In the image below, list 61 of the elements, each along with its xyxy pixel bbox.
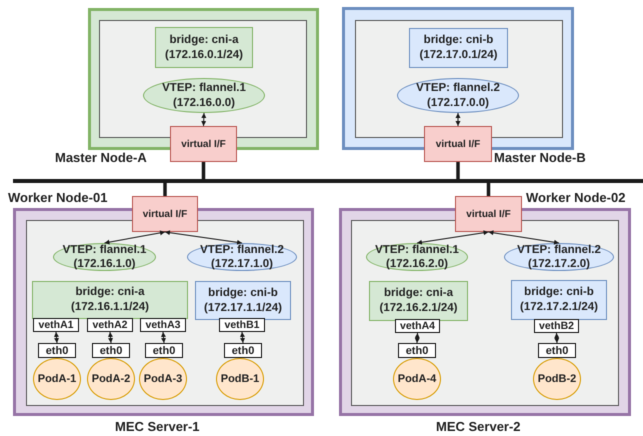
pod-circle: PodB-2 <box>533 358 581 400</box>
connector-line <box>486 183 490 196</box>
node-heading: Master Node-B <box>494 150 586 165</box>
bridge-box: bridge: cni-a (172.16.1.1/24) <box>32 281 188 319</box>
pod-circle: PodB-1 <box>216 358 264 400</box>
vtep-ellipse: VTEP: flannel.2 (172.17.2.0) <box>504 243 614 271</box>
pod-circle: PodA-2 <box>87 358 135 400</box>
node-heading: Worker Node-02 <box>526 190 626 205</box>
inner-panel <box>26 220 304 406</box>
bridge-box: bridge: cni-a (172.16.2.1/24) <box>369 281 468 321</box>
interface-box: virtual I/F <box>170 126 237 162</box>
veth-box: vethB2 <box>534 319 579 333</box>
interface-box: virtual I/F <box>455 196 522 232</box>
vtep-ellipse: VTEP: flannel.1 (172.16.1.0) <box>53 243 156 271</box>
vtep-ellipse: VTEP: flannel.2 (172.17.1.0) <box>187 243 297 271</box>
network-bus <box>13 179 643 183</box>
vtep-ellipse: VTEP: flannel.1 (172.16.0.0) <box>143 78 265 113</box>
veth-box: vethA4 <box>395 319 440 333</box>
eth-box: eth0 <box>92 343 130 358</box>
double-arrow <box>104 230 166 245</box>
double-arrow <box>108 332 114 344</box>
bridge-box: bridge: cni-a (172.16.0.1/24) <box>155 27 253 68</box>
bridge-box: bridge: cni-b (172.17.1.1/24) <box>195 281 291 320</box>
eth-box: eth0 <box>38 343 76 358</box>
interface-box: virtual I/F <box>424 126 492 162</box>
double-arrow <box>554 332 560 344</box>
double-arrow <box>456 112 460 126</box>
eth-box: eth0 <box>538 343 576 358</box>
inner-panel <box>99 20 307 138</box>
double-arrow <box>488 230 560 245</box>
interface-box: virtual I/F <box>132 196 198 232</box>
double-arrow <box>164 230 242 245</box>
veth-box: vethB1 <box>219 318 265 332</box>
bridge-box: bridge: cni-b (172.17.0.1/24) <box>409 28 508 68</box>
pod-circle: PodA-1 <box>33 358 81 400</box>
node-heading: Worker Node-01 <box>8 190 108 205</box>
double-arrow <box>201 112 206 126</box>
double-arrow <box>240 332 246 344</box>
double-arrow <box>416 230 489 245</box>
server-label: MEC Server-1 <box>115 419 200 434</box>
inner-panel <box>351 220 619 406</box>
veth-box: vethA2 <box>87 318 133 332</box>
connector-line <box>163 183 167 196</box>
double-arrow <box>160 332 166 344</box>
pod-circle: PodA-3 <box>139 358 187 400</box>
veth-box: vethA3 <box>140 318 186 332</box>
eth-box: eth0 <box>145 343 183 358</box>
double-arrow <box>414 332 420 344</box>
vtep-ellipse: VTEP: flannel.1 (172.16.2.0) <box>366 243 468 271</box>
veth-box: vethA1 <box>33 318 79 332</box>
double-arrow <box>54 332 60 344</box>
bridge-box: bridge: cni-b (172.17.2.1/24) <box>511 280 607 320</box>
connector-line <box>202 162 206 179</box>
eth-box: eth0 <box>398 343 436 358</box>
pod-circle: PodA-4 <box>393 358 441 400</box>
server-label: MEC Server-2 <box>436 419 521 434</box>
eth-box: eth0 <box>224 343 262 358</box>
vtep-ellipse: VTEP: flannel.2 (172.17.0.0) <box>397 78 519 113</box>
connector-line <box>456 162 460 179</box>
inner-panel <box>355 20 563 138</box>
node-heading: Master Node-A <box>55 150 147 165</box>
